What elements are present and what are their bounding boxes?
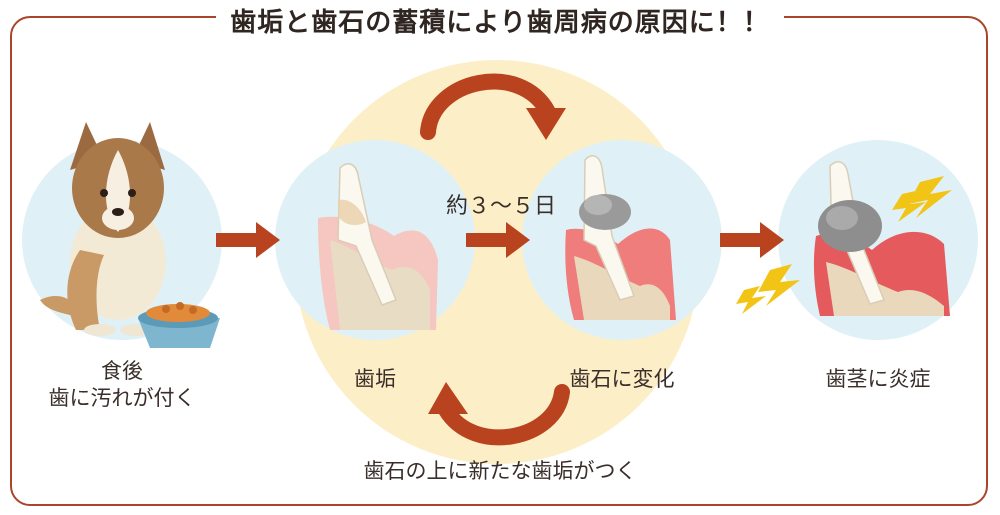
cycle-arrow-bottom	[438, 384, 570, 446]
cycle-arrowhead-top	[526, 108, 566, 140]
step3-label: 歯石に変化	[569, 367, 675, 391]
diagram-title: 歯垢と歯石の蓄積により歯周病の原因に！！	[216, 8, 784, 38]
diagram-title-wrap: 歯垢と歯石の蓄積により歯周病の原因に！！	[0, 2, 1000, 39]
tooth-tartar-illustration	[565, 155, 676, 320]
arrow-step2-to-step3	[466, 222, 530, 258]
food-bowl-icon	[138, 302, 220, 348]
cycle-arrow-top	[420, 73, 556, 140]
cycle-label: 歯石の上に新たな歯垢がつく	[363, 459, 637, 483]
step1-label-line1: 食後	[101, 359, 143, 383]
tooth-inflamed-gum-illustration	[813, 161, 950, 316]
cycle-arrowhead-bottom	[428, 382, 468, 414]
arrow-step3-to-step4	[720, 222, 784, 258]
step1-label-line2: 歯に汚れが付く	[48, 386, 196, 410]
step4-label: 歯茎に炎症	[825, 367, 931, 391]
step2-label: 歯垢	[354, 367, 396, 391]
inflammation-lightning-icon	[736, 176, 952, 314]
tooth-plaque-illustration	[318, 163, 438, 330]
dog-illustration	[40, 122, 166, 336]
step1-label: 食後 歯に汚れが付く	[22, 358, 222, 412]
arrow-step1-to-step2	[216, 222, 280, 258]
duration-label: 約３～５日	[445, 194, 556, 219]
